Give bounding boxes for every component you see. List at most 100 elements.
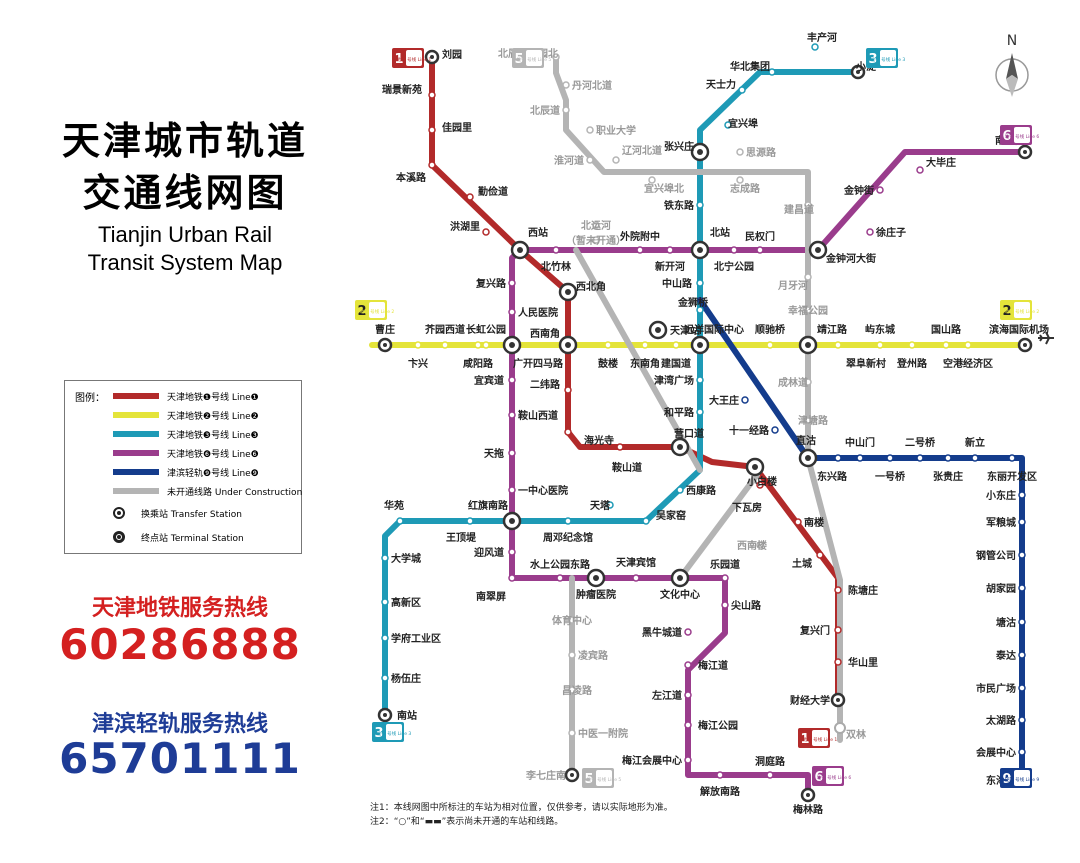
- station-dot[interactable]: [636, 246, 644, 254]
- station-dot[interactable]: [568, 686, 576, 694]
- station-dot[interactable]: [944, 454, 952, 462]
- station-dot[interactable]: [1018, 716, 1026, 724]
- station-dot[interactable]: [794, 518, 802, 526]
- station-dot[interactable]: [428, 161, 436, 169]
- station-dot[interactable]: [428, 126, 436, 134]
- station-dot[interactable]: [916, 166, 924, 174]
- station-dot[interactable]: [816, 551, 824, 559]
- transfer-station-icon[interactable]: [798, 335, 818, 355]
- station-dot[interactable]: [964, 341, 972, 349]
- station-dot[interactable]: [1018, 584, 1026, 592]
- station-dot[interactable]: [1018, 551, 1026, 559]
- station-dot[interactable]: [592, 236, 600, 244]
- station-dot[interactable]: [804, 416, 812, 424]
- transfer-station-icon[interactable]: [690, 335, 710, 355]
- station-dot[interactable]: [474, 341, 482, 349]
- station-dot[interactable]: [642, 517, 650, 525]
- station-dot[interactable]: [508, 279, 516, 287]
- station-dot[interactable]: [768, 68, 776, 76]
- station-dot[interactable]: [562, 81, 570, 89]
- transfer-station-icon[interactable]: [510, 240, 530, 260]
- station-dot[interactable]: [876, 341, 884, 349]
- station-dot[interactable]: [632, 574, 640, 582]
- station-dot[interactable]: [736, 148, 744, 156]
- transfer-station-icon[interactable]: [690, 142, 710, 162]
- station-dot[interactable]: [381, 634, 389, 642]
- station-dot[interactable]: [716, 771, 724, 779]
- station-dot[interactable]: [428, 91, 436, 99]
- station-dot[interactable]: [508, 548, 516, 556]
- station-dot[interactable]: [696, 201, 704, 209]
- terminal-station-icon[interactable]: [1017, 144, 1033, 160]
- station-dot[interactable]: [616, 443, 624, 451]
- station-dot[interactable]: [876, 186, 884, 194]
- station-dot[interactable]: [736, 176, 744, 184]
- transfer-station-icon[interactable]: [745, 457, 765, 477]
- station-dot[interactable]: [414, 341, 422, 349]
- station-dot[interactable]: [648, 176, 656, 184]
- station-dot[interactable]: [381, 554, 389, 562]
- station-dot[interactable]: [730, 246, 738, 254]
- station-dot[interactable]: [562, 106, 570, 114]
- station-dot[interactable]: [508, 449, 516, 457]
- station-dot[interactable]: [466, 517, 474, 525]
- station-dot[interactable]: [804, 273, 812, 281]
- station-dot[interactable]: [1008, 454, 1016, 462]
- station-dot[interactable]: [696, 376, 704, 384]
- station-dot[interactable]: [804, 378, 812, 386]
- station-dot[interactable]: [834, 454, 842, 462]
- station-dot[interactable]: [756, 481, 764, 489]
- terminal-station-icon[interactable]: [424, 49, 440, 65]
- station-dot[interactable]: [482, 341, 490, 349]
- station-dot[interactable]: [552, 53, 560, 61]
- station-dot[interactable]: [564, 386, 572, 394]
- terminal-station-icon[interactable]: [377, 707, 393, 723]
- station-dot[interactable]: [1018, 684, 1026, 692]
- station-dot[interactable]: [676, 486, 684, 494]
- station-dot[interactable]: [606, 501, 614, 509]
- station-dot[interactable]: [696, 279, 704, 287]
- station-dot[interactable]: [564, 428, 572, 436]
- station-dot[interactable]: [942, 341, 950, 349]
- station-dot[interactable]: [508, 308, 516, 316]
- station-dot[interactable]: [724, 121, 732, 129]
- station-dot[interactable]: [381, 674, 389, 682]
- station-dot[interactable]: [604, 341, 612, 349]
- transfer-station-icon[interactable]: [670, 568, 690, 588]
- station-dot[interactable]: [1018, 518, 1026, 526]
- station-dot[interactable]: [804, 201, 812, 209]
- station-dot[interactable]: [971, 454, 979, 462]
- station-dot[interactable]: [508, 574, 516, 582]
- transfer-station-icon[interactable]: [670, 437, 690, 457]
- station-dot[interactable]: [672, 341, 680, 349]
- terminal-station-icon[interactable]: [800, 787, 816, 803]
- station-dot[interactable]: [508, 411, 516, 419]
- station-dot[interactable]: [568, 616, 576, 624]
- station-dot[interactable]: [804, 306, 812, 314]
- station-dot[interactable]: [834, 626, 842, 634]
- station-dot[interactable]: [1018, 491, 1026, 499]
- station-dot[interactable]: [684, 721, 692, 729]
- transfer-station-icon[interactable]: [648, 320, 668, 340]
- transfer-station-icon[interactable]: [690, 240, 710, 260]
- station-dot[interactable]: [568, 651, 576, 659]
- station-dot[interactable]: [1018, 651, 1026, 659]
- station-dot[interactable]: [856, 454, 864, 462]
- transfer-station-icon[interactable]: [502, 511, 522, 531]
- station-dot[interactable]: [771, 426, 779, 434]
- station-dot[interactable]: [696, 408, 704, 416]
- transfer-station-icon[interactable]: [502, 335, 522, 355]
- station-dot[interactable]: [612, 156, 620, 164]
- station-dot[interactable]: [508, 376, 516, 384]
- station-dot[interactable]: [1018, 618, 1026, 626]
- station-dot[interactable]: [1018, 748, 1026, 756]
- station-dot[interactable]: [564, 517, 572, 525]
- station-dot[interactable]: [396, 517, 404, 525]
- station-dot[interactable]: [721, 601, 729, 609]
- terminal-station-icon[interactable]: [377, 337, 393, 353]
- station-dot[interactable]: [586, 126, 594, 134]
- station-dot[interactable]: [834, 341, 842, 349]
- station-dot[interactable]: [916, 454, 924, 462]
- station-dot[interactable]: [741, 396, 749, 404]
- station-dot[interactable]: [684, 628, 692, 636]
